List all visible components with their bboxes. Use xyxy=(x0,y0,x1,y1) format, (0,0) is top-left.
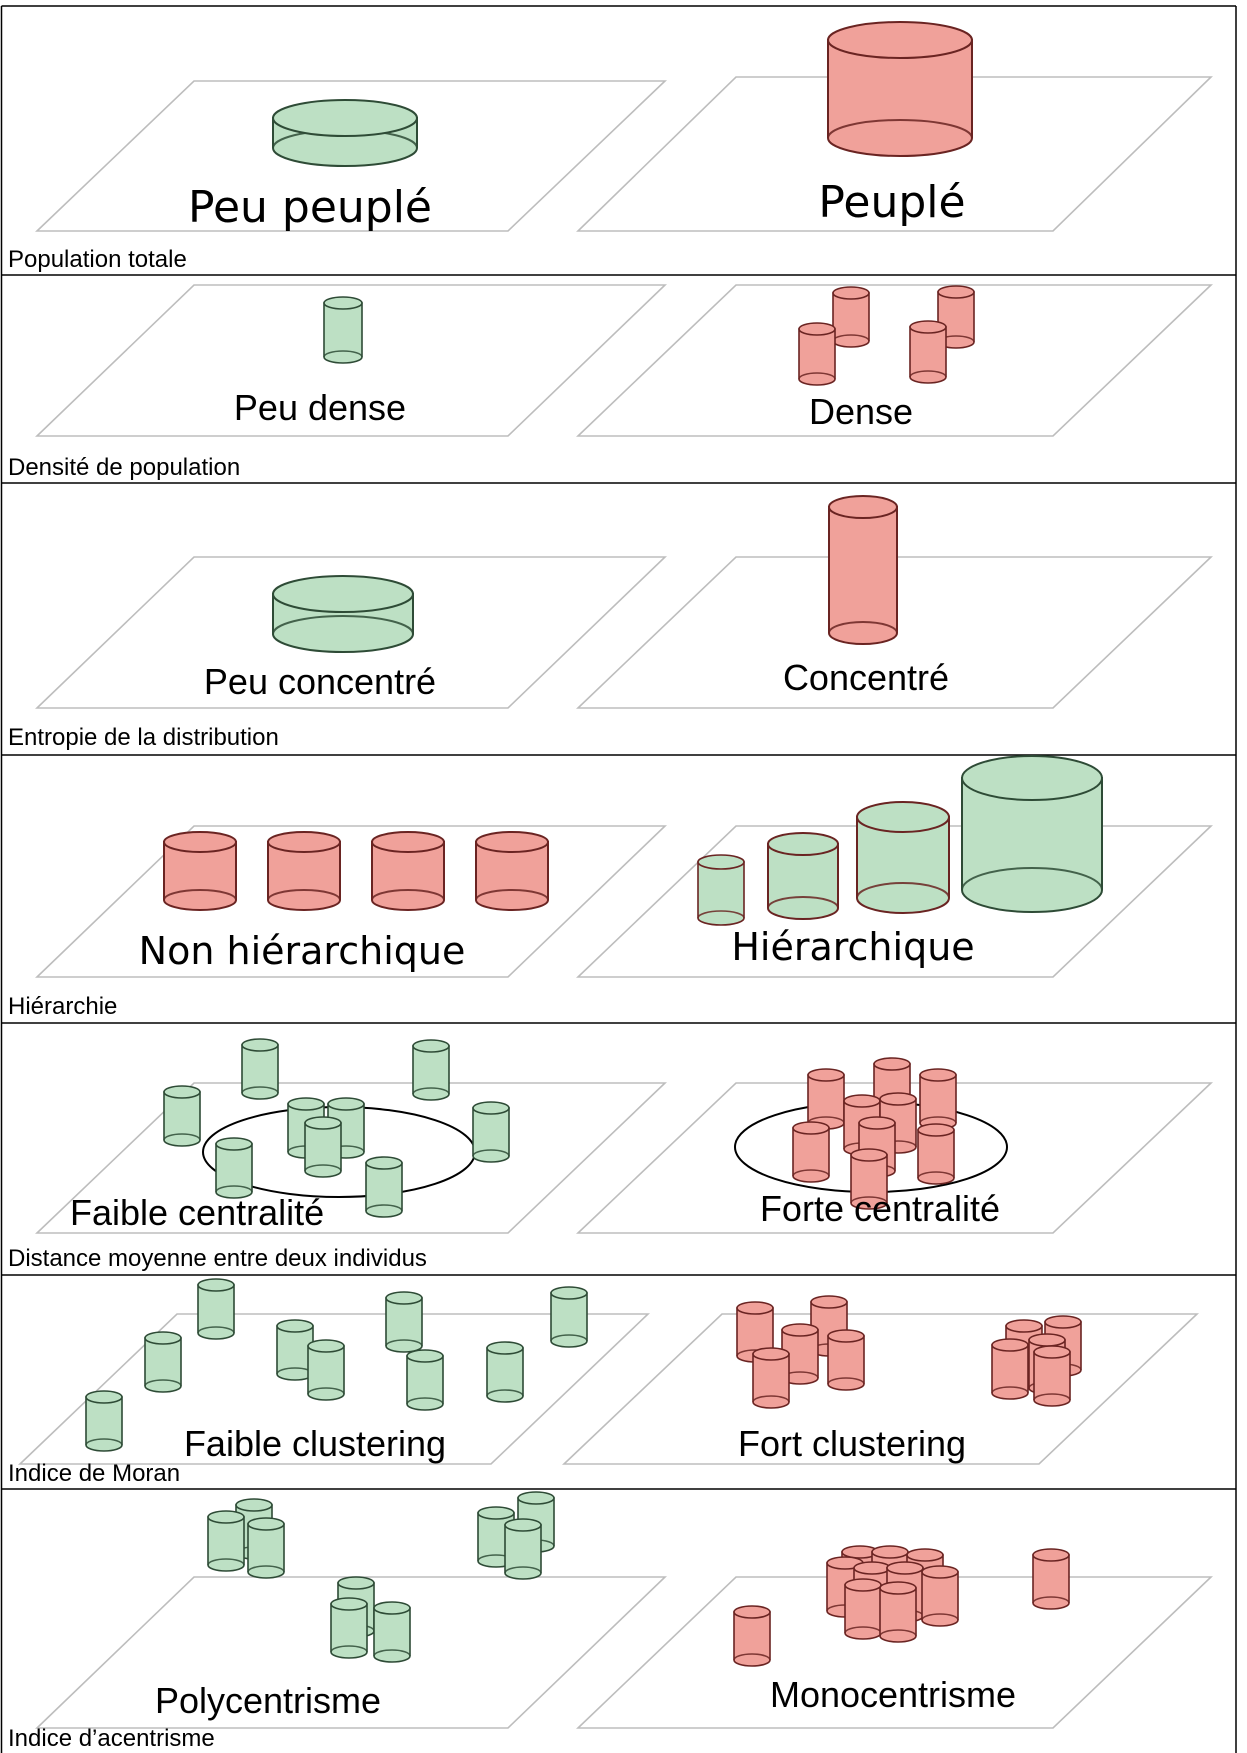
cylinder-icon xyxy=(241,1038,279,1100)
row-caption: Population totale xyxy=(8,246,187,273)
right-concept-label: Forte centralité xyxy=(760,1188,1000,1229)
cylinder-icon xyxy=(697,854,745,926)
right-concept-label: Peuplé xyxy=(818,177,965,228)
cylinder-icon xyxy=(207,1510,245,1572)
cylinder-icon xyxy=(798,322,836,386)
left-concept-label: Non hiérarchique xyxy=(139,929,466,973)
cylinder-icon xyxy=(304,1116,342,1178)
row-indice-de-moran: Faible clustering Fort clustering Indice… xyxy=(8,1278,1200,1487)
row-indice-d-acentrisme: Polycentrisme Monocentrisme Indice d’ace… xyxy=(8,1491,1213,1752)
cylinder-icon xyxy=(406,1349,444,1411)
cylinder-icon xyxy=(1033,1345,1071,1407)
cylinder-icon xyxy=(807,1068,845,1130)
right-concept-label: Dense xyxy=(809,391,913,432)
row-caption: Hiérarchie xyxy=(8,993,117,1020)
cylinder-icon xyxy=(472,1101,510,1163)
left-concept-label: Polycentrisme xyxy=(155,1680,381,1721)
cylinder-icon xyxy=(412,1039,450,1101)
cylinder-icon xyxy=(307,1339,345,1401)
cylinder-icon xyxy=(844,1578,882,1640)
cylinder-icon xyxy=(909,320,947,384)
cylinder-icon xyxy=(550,1286,588,1348)
row-population-totale: Peu peuplé Peuplé Population totale xyxy=(8,21,1213,273)
cylinder-icon xyxy=(267,831,341,911)
cylinder-icon xyxy=(767,832,839,920)
cylinder-icon xyxy=(752,1347,790,1409)
cylinder-icon xyxy=(323,296,363,364)
table-grid xyxy=(0,5,1237,1753)
cylinder-icon xyxy=(365,1156,403,1218)
cylinder-icon xyxy=(792,1121,830,1183)
cylinder-icon xyxy=(961,755,1103,913)
right-concept-label: Fort clustering xyxy=(738,1423,966,1464)
left-concept-label: Peu dense xyxy=(234,387,406,428)
cylinder-icon xyxy=(827,21,973,157)
cylinder-icon xyxy=(733,1605,771,1667)
right-concept-label: Hiérarchique xyxy=(731,925,974,969)
cylinder-icon xyxy=(879,1581,917,1643)
row-hierarchie: Non hiérarchique Hiérarchique Hiérarchie xyxy=(8,755,1213,1020)
cylinder-icon xyxy=(832,286,870,348)
right-concept-label: Monocentrisme xyxy=(770,1674,1016,1715)
cylinder-icon xyxy=(144,1331,182,1393)
cylinder-icon xyxy=(272,575,414,653)
cylinder-icon xyxy=(486,1341,524,1403)
cylinder-icon xyxy=(504,1518,542,1580)
cylinder-icon xyxy=(373,1601,411,1663)
cylinder-icon xyxy=(371,831,445,911)
row-distance-moyenne: Faible centralité Forte centralité Dista… xyxy=(8,1038,1214,1272)
left-concept-label: Faible clustering xyxy=(184,1423,446,1464)
cylinder-icon xyxy=(921,1565,959,1627)
right-concept-label: Concentré xyxy=(783,657,949,698)
left-concept-label: Peu concentré xyxy=(204,661,436,702)
cylinder-icon xyxy=(163,1085,201,1147)
row-caption: Indice d’acentrisme xyxy=(8,1725,215,1752)
left-concept-label: Faible centralité xyxy=(70,1192,324,1233)
row-entropie-de-la-distribution: Peu concentré Concentré Entropie de la d… xyxy=(8,495,1213,751)
cylinder-icon xyxy=(991,1338,1029,1400)
cylinder-icon xyxy=(385,1291,423,1353)
cylinder-icon xyxy=(272,99,418,167)
row-caption: Distance moyenne entre deux individus xyxy=(8,1245,427,1272)
cylinder-icon xyxy=(163,831,237,911)
row-caption: Entropie de la distribution xyxy=(8,724,279,751)
cylinder-icon xyxy=(917,1123,955,1185)
cylinder-icon xyxy=(919,1068,957,1130)
ground-plane-right xyxy=(576,284,1213,437)
cylinder-icon xyxy=(197,1278,235,1340)
row-caption: Densité de population xyxy=(8,454,240,481)
cylinder-icon xyxy=(85,1390,123,1452)
row-caption: Indice de Moran xyxy=(8,1460,180,1487)
cylinder-icon xyxy=(215,1137,253,1199)
cylinder-icon xyxy=(475,831,549,911)
cylinder-icon xyxy=(827,1329,865,1391)
cylinder-icon xyxy=(247,1517,285,1579)
cylinder-icon xyxy=(850,1148,888,1210)
cylinder-icon xyxy=(330,1597,368,1659)
cylinder-icon xyxy=(828,495,898,645)
cylinder-icon xyxy=(856,801,950,914)
left-concept-label: Peu peuplé xyxy=(188,182,432,233)
cylinder-icon xyxy=(1032,1548,1070,1610)
row-densite-de-population: Peu dense Dense Densité de population xyxy=(8,284,1213,481)
